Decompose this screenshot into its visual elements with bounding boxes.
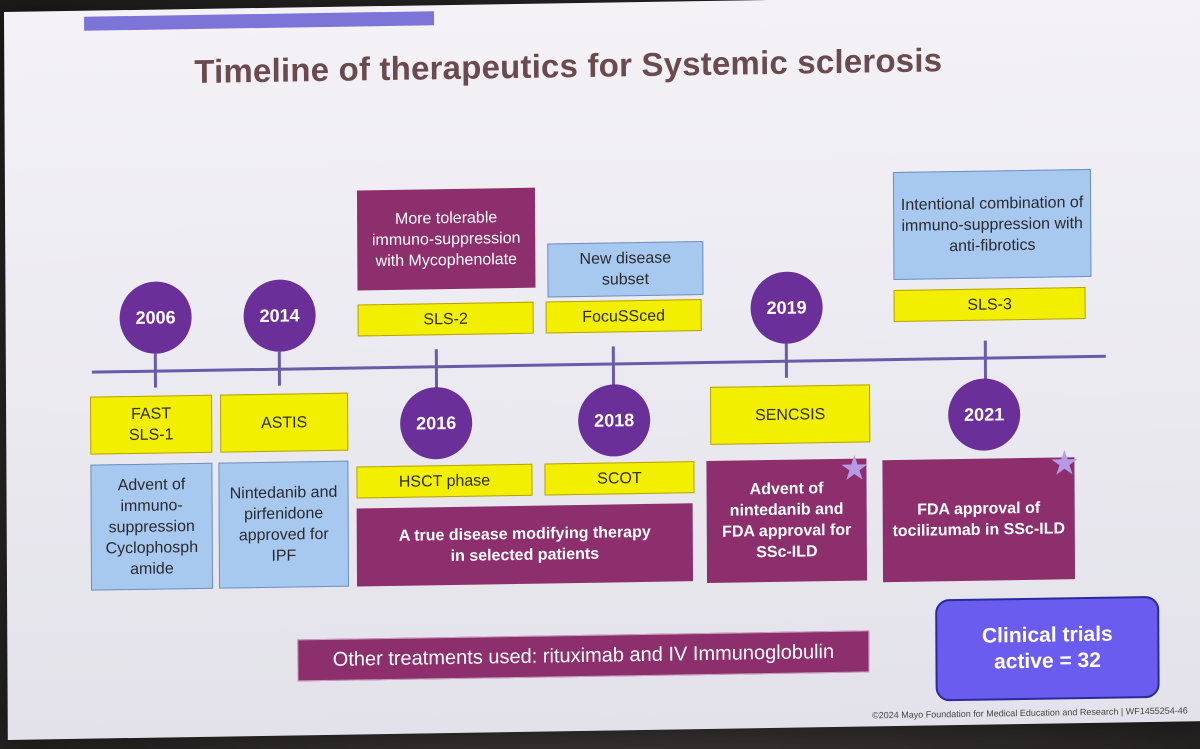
trial-fast-label: FAST — [131, 405, 172, 424]
year-circle-2021: 2021 — [947, 378, 1021, 452]
year-circle-2006: 2006 — [119, 281, 192, 355]
tick-2006 — [153, 353, 157, 388]
slide: Timeline of therapeutics for Systemic sc… — [4, 0, 1200, 740]
trial-hsct-phase: HSCT phase — [356, 463, 533, 499]
trial-sencsis: SENCSIS — [710, 384, 871, 445]
clinical-trials-label: Clinical trials — [981, 622, 1113, 648]
slide-accent-bar — [84, 11, 435, 31]
trial-fast-sls-1: FAST SLS-1 — [90, 394, 213, 455]
slide-title: Timeline of therapeutics for Systemic sc… — [194, 41, 943, 91]
note-new-disease-subset: New disease subset — [547, 241, 704, 298]
note-tocilizumab: FDA approval of tocilizumab in SSc-ILD — [882, 457, 1076, 583]
tick-2021 — [983, 340, 987, 381]
note-cyclophosphamide: Advent of immuno-suppression Cyclophosph… — [90, 462, 214, 591]
note-nintedanib-ipf: Nintedanib and pirfenidone approved for … — [218, 460, 350, 589]
other-treatments: Other treatments used: rituximab and IV … — [297, 630, 870, 682]
year-circle-2018: 2018 — [577, 383, 651, 457]
clinical-trials-box: Clinical trials active = 32 — [935, 595, 1160, 702]
tick-2014 — [277, 351, 281, 386]
note-intentional-combination: Intentional combination of immuno-suppre… — [892, 168, 1092, 281]
note-disease-modifying: A true disease modifying therapy in sele… — [356, 503, 694, 587]
slide-footer: ©2024 Mayo Foundation for Medical Educat… — [872, 705, 1188, 721]
tick-2018 — [611, 346, 616, 387]
star-icon: ★ — [839, 449, 870, 488]
year-circle-2016: 2016 — [399, 386, 473, 460]
trial-sls-2: SLS-2 — [357, 301, 534, 337]
trial-astis: ASTIS — [220, 392, 349, 453]
trial-sls-3: SLS-3 — [893, 287, 1086, 323]
clinical-trials-count: active = 32 — [993, 648, 1101, 674]
timeline-axis — [91, 354, 1106, 374]
trial-sls-1-label: SLS-1 — [128, 426, 174, 445]
trial-focussced: FocuSSced — [545, 299, 702, 334]
year-circle-2019: 2019 — [750, 271, 823, 345]
year-circle-2014: 2014 — [243, 279, 316, 353]
trial-scot: SCOT — [544, 461, 695, 496]
star-icon: ★ — [1049, 444, 1080, 483]
tick-2019 — [784, 343, 788, 378]
tick-2016 — [434, 349, 439, 390]
note-mycophenolate: More tolerable immuno-suppression with M… — [356, 187, 536, 291]
